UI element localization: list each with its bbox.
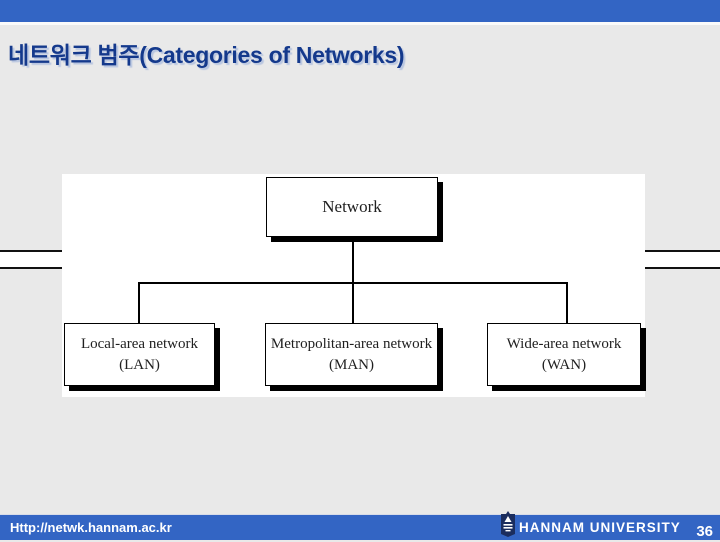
diagram-node-man-line2: (MAN) (329, 356, 374, 373)
connector-root-vertical (352, 239, 354, 324)
connector-lan-vertical (138, 284, 140, 323)
footer-url: Http://netwk.hannam.ac.kr (10, 520, 172, 535)
diagram-node-lan-line2: (LAN) (119, 356, 160, 373)
diagram-node-network: Network (266, 177, 438, 237)
diagram-node-man: Metropolitan-area network (MAN) (265, 323, 438, 386)
diagram-node-wan-line2: (WAN) (541, 356, 587, 373)
diagram-node-lan-line1: Local-area network (80, 336, 198, 353)
diagram-node-network-label: Network (322, 197, 382, 216)
connector-horizontal (138, 282, 568, 284)
university-name: HANNAM UNIVERSITY (519, 520, 681, 535)
slide-title: 네트워크 범주(Categories of Networks) (8, 42, 405, 68)
diagram-node-man-line1: Metropolitan-area network (270, 336, 433, 353)
university-logo-icon (501, 511, 515, 537)
footer-bar: Http://netwk.hannam.ac.kr HANNAM UNIVERS… (0, 511, 720, 540)
diagram-node-wan: Wide-area network (WAN) (487, 323, 641, 386)
diagram-node-wan-line1: Wide-area network (506, 336, 622, 353)
page-number: 36 (696, 523, 713, 540)
diagram-node-lan: Local-area network (LAN) (64, 323, 215, 386)
top-accent-bar (0, 0, 720, 25)
diagram-panel: Network Local-area network (LAN) Metropo… (62, 174, 645, 397)
connector-wan-vertical (566, 284, 568, 323)
